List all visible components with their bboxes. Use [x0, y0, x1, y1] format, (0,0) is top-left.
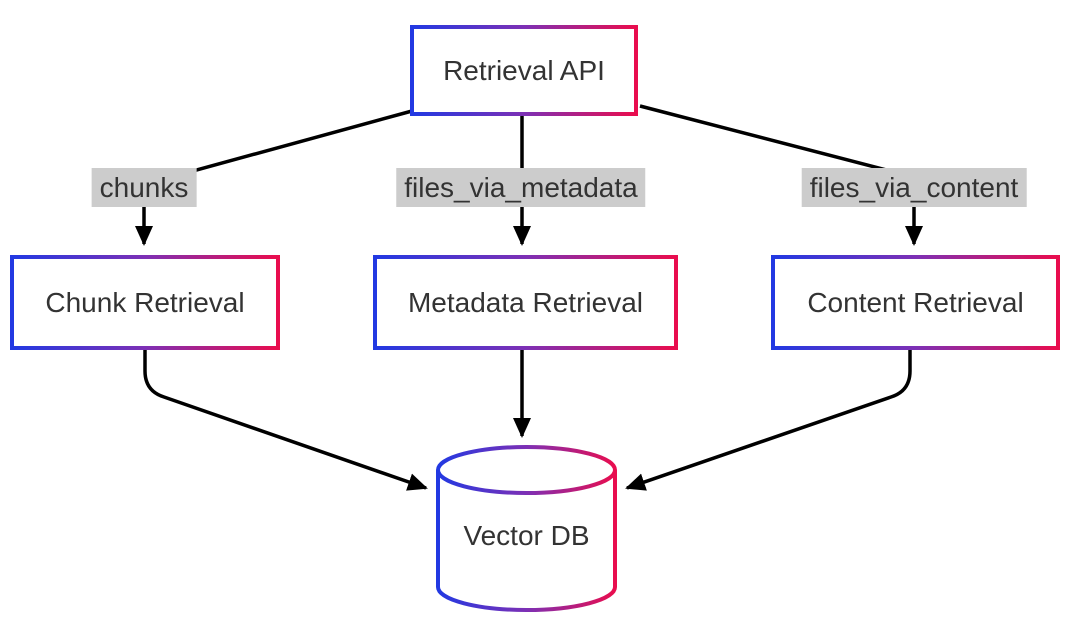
node-vector-db-label: Vector DB [463, 520, 590, 551]
node-content-retrieval: Content Retrieval [771, 255, 1060, 350]
node-content-retrieval-label: Content Retrieval [807, 286, 1024, 318]
node-metadata-retrieval-label: Metadata Retrieval [407, 286, 643, 318]
node-metadata-retrieval: Metadata Retrieval [373, 255, 678, 350]
edge-label-files-via-content: files_via_content [801, 168, 1027, 207]
edge-content-to-vectordb [625, 350, 912, 491]
node-chunk-retrieval-label: Chunk Retrieval [45, 286, 245, 318]
node-retrieval-api: Retrieval API [410, 25, 638, 116]
node-chunk-retrieval: Chunk Retrieval [10, 255, 280, 350]
node-vector-db [436, 445, 617, 612]
edge-label-chunks: chunks [91, 168, 197, 207]
edge-chunk-to-vectordb [143, 350, 428, 491]
node-retrieval-api-label: Retrieval API [443, 54, 605, 86]
edge-label-files-via-metadata: files_via_metadata [396, 168, 646, 207]
